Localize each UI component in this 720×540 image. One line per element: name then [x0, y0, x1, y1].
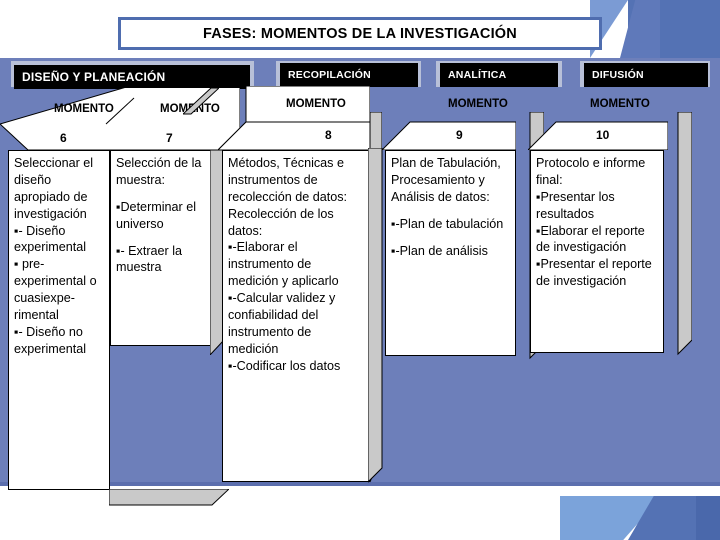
phase-4-header-text: DIFUSIÓN: [592, 69, 644, 81]
column-8-line-4: ▪-Codificar los datos: [228, 358, 341, 373]
momento-number-8: 8: [325, 128, 332, 142]
momento-number-6: 6: [60, 131, 67, 145]
phase-3-header-text: ANALÍTICA: [448, 69, 507, 81]
column-10-line-1: Protocolo e informe final:: [536, 156, 646, 187]
column-6-line-1: Seleccionar el diseño apropiado de inves…: [14, 156, 94, 221]
column-7-line-2: ▪Determinar el universo: [116, 199, 197, 231]
momento-label-8: MOMENTO: [286, 98, 346, 110]
column-6-bottom-shade: [109, 489, 229, 506]
phase-2-top-slab: [218, 86, 370, 150]
phase-1-header: DISEÑO Y PLANEACIÓN: [14, 65, 250, 89]
momento-number-7: 7: [166, 131, 173, 145]
column-9-body: Plan de Tabulación, Procesamiento y Anál…: [385, 150, 516, 356]
column-7-line-1: Selección de la muestra:: [116, 156, 202, 187]
slide-title-text: FASES: MOMENTOS DE LA INVESTIGACIÓN: [203, 25, 517, 42]
column-8-line-2: ▪-Elaborar el instrumento de medición y …: [228, 240, 339, 289]
column-9-line-2: ▪-Plan de tabulación: [391, 216, 504, 231]
momento-number-10: 10: [596, 128, 610, 142]
column-10-body: Protocolo e informe final: ▪Presentar lo…: [530, 150, 664, 353]
column-7-body: Selección de la muestra: ▪Determinar el …: [110, 150, 211, 346]
phase-4-top-slab: [528, 121, 668, 150]
momento-number-9: 9: [456, 128, 463, 142]
decor-bottom-right-edge: [696, 496, 720, 540]
phase-2-header: RECOPILACIÓN: [280, 63, 418, 87]
phase-4-header: DIFUSIÓN: [584, 63, 708, 87]
column-7-line-3: ▪- Extraer la muestra: [116, 243, 183, 275]
background-panel-edge: [0, 482, 720, 486]
column-6-line-3: ▪ pre-experimental o cuasiexpe-rimental: [14, 257, 97, 322]
momento-label-9: MOMENTO: [448, 98, 508, 110]
column-8-body: Métodos, Técnicas e instrumentos de reco…: [222, 150, 370, 482]
column-6-line-4: ▪- Diseño no experimental: [14, 324, 87, 356]
momento-label-6: MOMENTO: [54, 103, 114, 115]
column-10-line-2: ▪Presentar los resultados: [536, 189, 615, 221]
momento-label-10: MOMENTO: [590, 98, 650, 110]
phase-1-header-text: DISEÑO Y PLANEACIÓN: [22, 70, 166, 84]
phase-3-header: ANALÍTICA: [440, 63, 558, 87]
column-9-line-3: ▪-Plan de análisis: [391, 243, 488, 258]
phase-1-side-face: [183, 88, 219, 115]
slide-title: FASES: MOMENTOS DE LA INVESTIGACIÓN: [118, 17, 602, 50]
column-9-line-1: Plan de Tabulación, Procesamiento y Anál…: [391, 156, 501, 204]
phase-1-top-slab: [0, 88, 240, 150]
column-6-body: Seleccionar el diseño apropiado de inves…: [8, 150, 110, 490]
column-8-line-1: Métodos, Técnicas e instrumentos de reco…: [228, 156, 348, 238]
column-8-side-shade: [368, 148, 383, 483]
column-10-line-4: ▪Presentar el reporte de investigación: [536, 257, 652, 289]
column-10-side-face: [677, 112, 692, 356]
column-10-line-3: ▪Elaborar el reporte de investigación: [536, 223, 645, 255]
phase-3-top-slab: [382, 121, 516, 150]
column-6-line-2: ▪- Diseño experimental: [14, 223, 87, 255]
column-8-line-3: ▪-Calcular validez y confiabilidad del i…: [228, 291, 336, 356]
phase-2-header-text: RECOPILACIÓN: [288, 69, 371, 81]
